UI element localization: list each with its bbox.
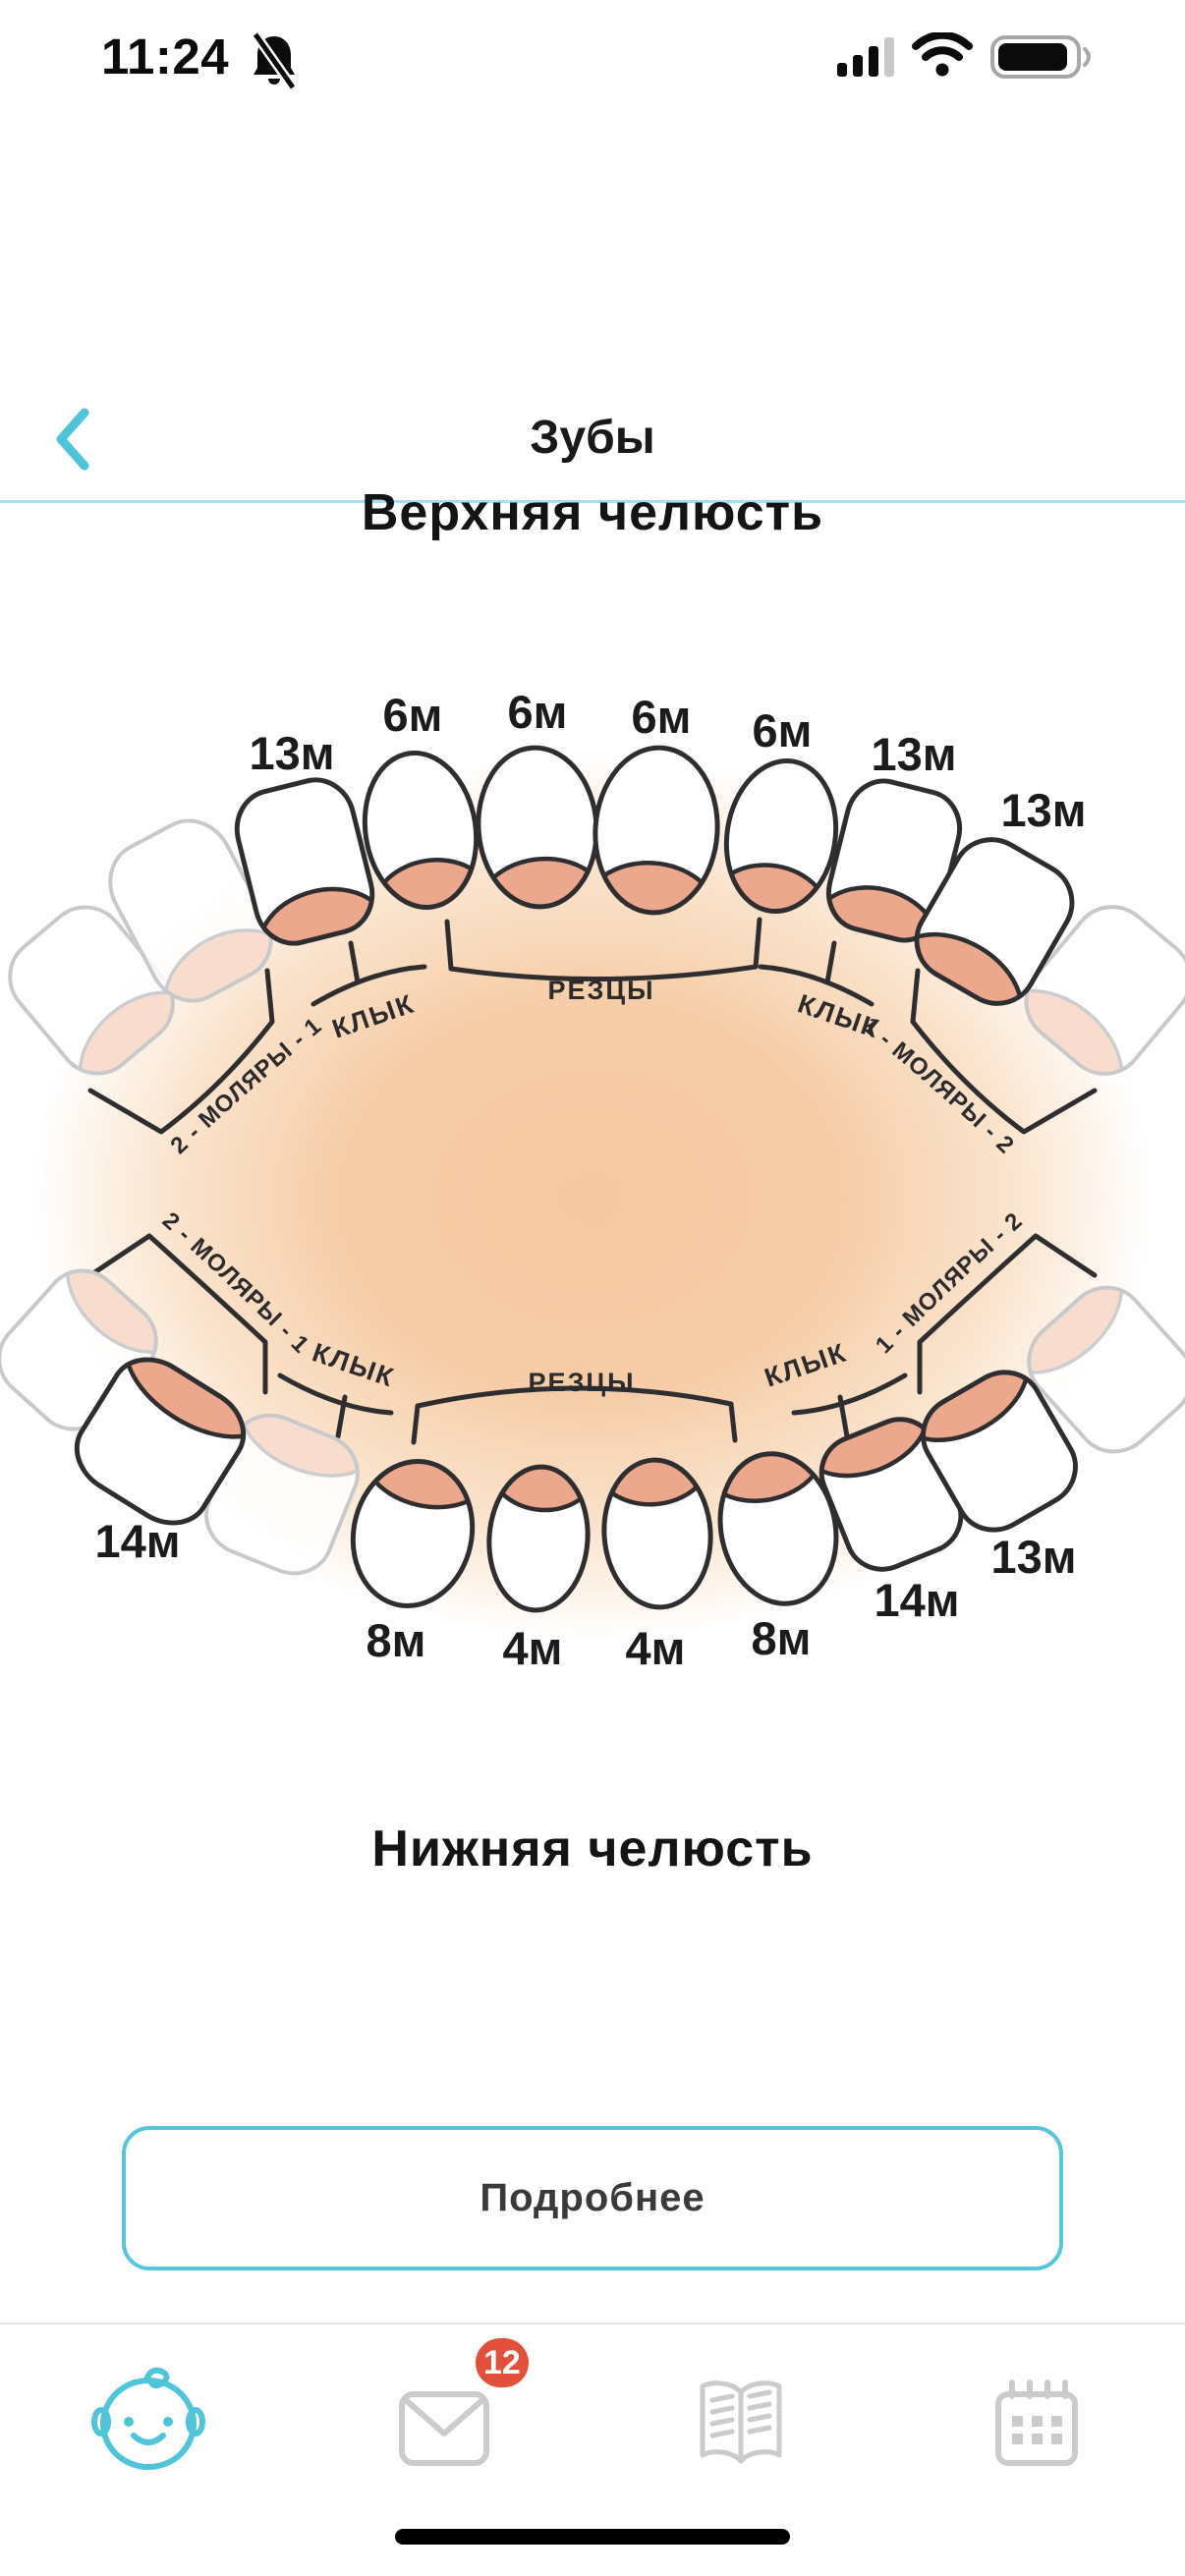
- section-bracket: [87, 968, 275, 1135]
- back-button[interactable]: [39, 405, 108, 474]
- lower-jaw-heading: Нижняя челюсть: [371, 1820, 814, 1877]
- section-bracket: [444, 917, 762, 981]
- section-bracket: [310, 940, 427, 1007]
- lower-left-lateral-incisor-age-label: 8м: [367, 1614, 426, 1666]
- tab-baby[interactable]: [40, 2346, 256, 2503]
- molar-section-label: 1 - МОЛЯРЫ - 2: [858, 1012, 1019, 1159]
- section-bracket: [87, 1233, 268, 1395]
- section-bracket: [758, 940, 875, 1007]
- baby-face-icon: [91, 2367, 205, 2470]
- upper-left-central-incisor[interactable]: [466, 744, 612, 966]
- upper-right-central-incisor-age-label: 6м: [632, 691, 692, 743]
- wifi-icon: [912, 30, 973, 83]
- molar-section-label: 2 - МОЛЯРЫ - 1: [157, 1207, 314, 1359]
- lower-left-central-incisor[interactable]: [479, 1415, 601, 1614]
- details-button[interactable]: Подробнее: [122, 2126, 1063, 2270]
- lower-right-lateral-incisor-age-label: 8м: [752, 1612, 812, 1664]
- upper-left-central-incisor-age-label: 6м: [508, 686, 568, 738]
- upper-right-canine-age-label: 13м: [871, 728, 956, 780]
- upper-jaw-heading: Верхняя челюсть: [361, 484, 824, 541]
- upper-right-first-molar-age-label: 13м: [1000, 784, 1086, 836]
- section-label: КЛЫК: [761, 1337, 850, 1392]
- section-bracket: [277, 1372, 394, 1439]
- section-bracket: [411, 1385, 738, 1445]
- section-label: КЛЫК: [328, 988, 418, 1043]
- envelope-icon: [399, 2391, 489, 2466]
- nav-bar: Зубы: [0, 187, 1185, 503]
- molar-section-label: 1 - МОЛЯРЫ - 2: [871, 1207, 1028, 1359]
- molar-section-label: 2 - МОЛЯРЫ - 1: [166, 1012, 327, 1159]
- lower-left-central-incisor-age-label: 4м: [503, 1622, 563, 1674]
- lower-left-lateral-incisor[interactable]: [333, 1400, 503, 1618]
- battery-icon: [990, 35, 1097, 84]
- section-label: РЕЗЦЫ: [528, 1368, 635, 1397]
- lower-right-central-incisor[interactable]: [590, 1406, 722, 1611]
- nav-divider: [0, 500, 1185, 503]
- section-bracket: [917, 1233, 1098, 1395]
- tab-mail[interactable]: 12: [336, 2338, 552, 2503]
- upper-left-lateral-incisor[interactable]: [348, 744, 502, 969]
- cellular-signal-icon: [837, 35, 898, 84]
- mail-badge: 12: [476, 2338, 529, 2387]
- tab-calendar[interactable]: [929, 2346, 1145, 2503]
- page-title: Зубы: [530, 412, 655, 464]
- status-time: 11:24: [101, 28, 230, 84]
- section-bracket: [910, 968, 1098, 1135]
- upper-right-lateral-incisor[interactable]: [702, 752, 853, 971]
- tab-book[interactable]: [633, 2346, 849, 2503]
- section-label: КЛЫК: [309, 1337, 398, 1392]
- bell-muted-icon: [248, 31, 301, 94]
- upper-right-lateral-incisor-age-label: 6м: [753, 704, 813, 756]
- open-book-icon: [700, 2380, 782, 2464]
- upper-left-lateral-incisor-age-label: 6м: [383, 689, 443, 741]
- section-label: РЕЗЦЫ: [547, 976, 654, 1005]
- lower-right-central-incisor-age-label: 4м: [626, 1622, 686, 1674]
- home-indicator: [395, 2529, 790, 2545]
- lower-left-first-molar-age-label: 14м: [94, 1515, 180, 1567]
- section-bracket: [791, 1372, 908, 1439]
- lower-right-canine-age-label: 14м: [874, 1574, 959, 1626]
- calendar-icon: [995, 2380, 1078, 2466]
- lower-right-first-molar-age-label: 13м: [990, 1531, 1076, 1583]
- upper-right-central-incisor[interactable]: [579, 743, 730, 973]
- chevron-left-icon: [56, 408, 89, 471]
- status-bar: 11:24: [0, 0, 1185, 118]
- section-label: КЛЫК: [794, 988, 883, 1043]
- upper-left-canine-age-label: 13м: [249, 727, 334, 779]
